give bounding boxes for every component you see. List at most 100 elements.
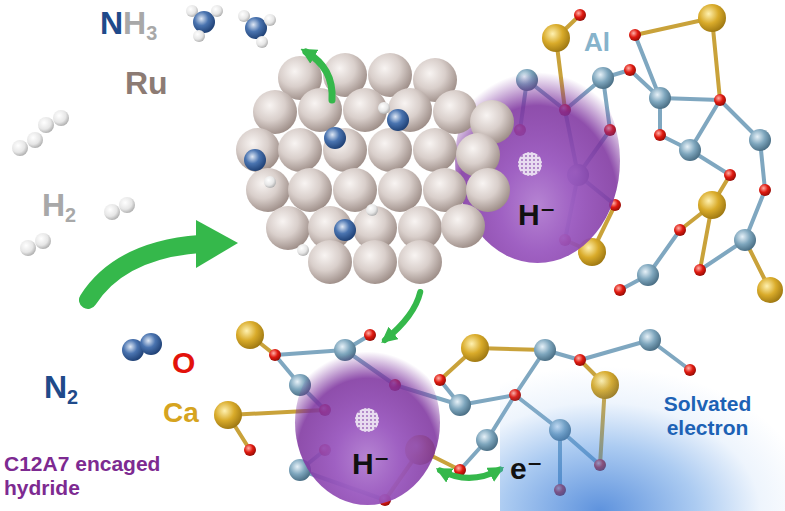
hydride-label: H⁻ bbox=[518, 198, 556, 231]
lattice-atoms bbox=[449, 394, 471, 416]
lattice-atoms bbox=[714, 94, 726, 106]
formula-part: N bbox=[100, 5, 123, 41]
hydride-cage: H⁻ bbox=[295, 340, 440, 505]
transfer-arrow bbox=[440, 469, 500, 477]
lattice-atoms bbox=[434, 374, 446, 386]
cage-fill bbox=[455, 58, 620, 263]
lattice-atoms bbox=[749, 129, 771, 151]
lattice-atoms bbox=[637, 264, 659, 286]
ru-atoms bbox=[466, 168, 510, 212]
nh3-molecules bbox=[256, 36, 268, 48]
lattice-atoms bbox=[734, 229, 756, 251]
n2-molecule bbox=[140, 333, 162, 355]
ru-atoms bbox=[308, 240, 352, 284]
element-label: O bbox=[172, 346, 195, 379]
transfer-arrow bbox=[385, 292, 420, 340]
h2-molecules bbox=[119, 197, 135, 213]
reactant-arrow bbox=[196, 220, 238, 268]
adsorbed-atoms bbox=[366, 204, 378, 216]
ru-atoms bbox=[368, 128, 412, 172]
ru-atoms bbox=[246, 168, 290, 212]
lattice-atoms bbox=[624, 64, 636, 76]
formula-part: 2 bbox=[67, 386, 78, 408]
ru-atoms bbox=[236, 128, 280, 172]
ru-atoms bbox=[236, 53, 514, 284]
electron-label: e⁻ bbox=[510, 452, 543, 485]
lattice-atoms bbox=[269, 349, 281, 361]
adsorbed-atoms bbox=[244, 149, 266, 171]
ru-atoms bbox=[378, 168, 422, 212]
metal-label: Ru bbox=[125, 66, 168, 101]
lattice-atoms bbox=[574, 9, 586, 21]
nh3-molecules bbox=[193, 11, 215, 33]
ru-atoms bbox=[353, 240, 397, 284]
cage-center bbox=[355, 408, 379, 432]
adsorbed-atoms bbox=[334, 219, 356, 241]
adsorbed-atoms bbox=[387, 109, 409, 131]
ru-atoms bbox=[413, 128, 457, 172]
element-label: Ca bbox=[163, 398, 199, 429]
nh3-molecules bbox=[193, 30, 205, 42]
lattice-atoms bbox=[592, 67, 614, 89]
lattice-atoms bbox=[461, 334, 489, 362]
reactant-arrow bbox=[88, 244, 200, 300]
cage-center bbox=[518, 152, 542, 176]
ru-cluster: Ru bbox=[235, 52, 520, 292]
lattice-atoms bbox=[364, 329, 376, 341]
adsorbed-atoms bbox=[324, 127, 346, 149]
element-label: Al bbox=[584, 28, 610, 57]
reactant-arrow bbox=[88, 220, 238, 300]
nh3-molecules bbox=[264, 14, 276, 26]
formula-part: N bbox=[44, 369, 67, 405]
nh3-molecules bbox=[186, 5, 276, 48]
nh3-molecules bbox=[245, 17, 267, 39]
ru-atoms bbox=[266, 206, 310, 250]
lattice-atoms bbox=[244, 444, 256, 456]
lattice-atoms bbox=[476, 429, 498, 451]
h2-molecules bbox=[20, 240, 36, 256]
lattice-atoms bbox=[614, 284, 626, 296]
lattice-atoms bbox=[698, 191, 726, 219]
lattice-atoms bbox=[654, 129, 666, 141]
lattice-atoms bbox=[674, 224, 686, 236]
product-formula: NH3 bbox=[100, 6, 157, 41]
formula-part: H bbox=[42, 187, 65, 223]
h2-molecules bbox=[38, 117, 54, 133]
h2-molecules bbox=[12, 110, 135, 256]
product-arrow bbox=[306, 52, 332, 100]
nh3-molecules bbox=[238, 10, 250, 22]
lattice-atoms bbox=[629, 29, 641, 41]
adsorbed-atoms bbox=[244, 102, 409, 256]
cage-center bbox=[353, 406, 381, 434]
ru-atoms bbox=[388, 88, 432, 132]
adsorbed-atoms bbox=[264, 176, 276, 188]
adsorbed-atoms bbox=[297, 244, 309, 256]
lattice-atoms bbox=[759, 184, 771, 196]
lattice-atoms bbox=[542, 24, 570, 52]
formula-part: H bbox=[123, 5, 146, 41]
ru-atoms bbox=[398, 240, 442, 284]
reactant-formula: N2 bbox=[44, 370, 78, 405]
hydride-label: H⁻ bbox=[352, 447, 390, 480]
formula-part: 2 bbox=[65, 204, 76, 226]
h2-molecules bbox=[27, 132, 43, 148]
ru-atoms bbox=[433, 90, 477, 134]
h2-molecules bbox=[104, 204, 120, 220]
h2-molecules bbox=[53, 110, 69, 126]
region-label: Solvated electron bbox=[645, 392, 770, 440]
ru-atoms bbox=[288, 168, 332, 212]
ru-atoms bbox=[441, 204, 485, 248]
lattice-atoms bbox=[649, 87, 671, 109]
n2-molecule bbox=[122, 333, 162, 361]
ru-atoms bbox=[323, 128, 367, 172]
lattice-atoms bbox=[724, 169, 736, 181]
electron-region: e⁻ Solvated electron bbox=[500, 330, 785, 511]
ru-atoms bbox=[253, 90, 297, 134]
lattice-atoms bbox=[694, 264, 706, 276]
cage-center bbox=[516, 150, 544, 178]
adsorbed-atoms bbox=[378, 102, 390, 114]
formula-part: 3 bbox=[146, 22, 157, 44]
ru-atoms bbox=[278, 128, 322, 172]
